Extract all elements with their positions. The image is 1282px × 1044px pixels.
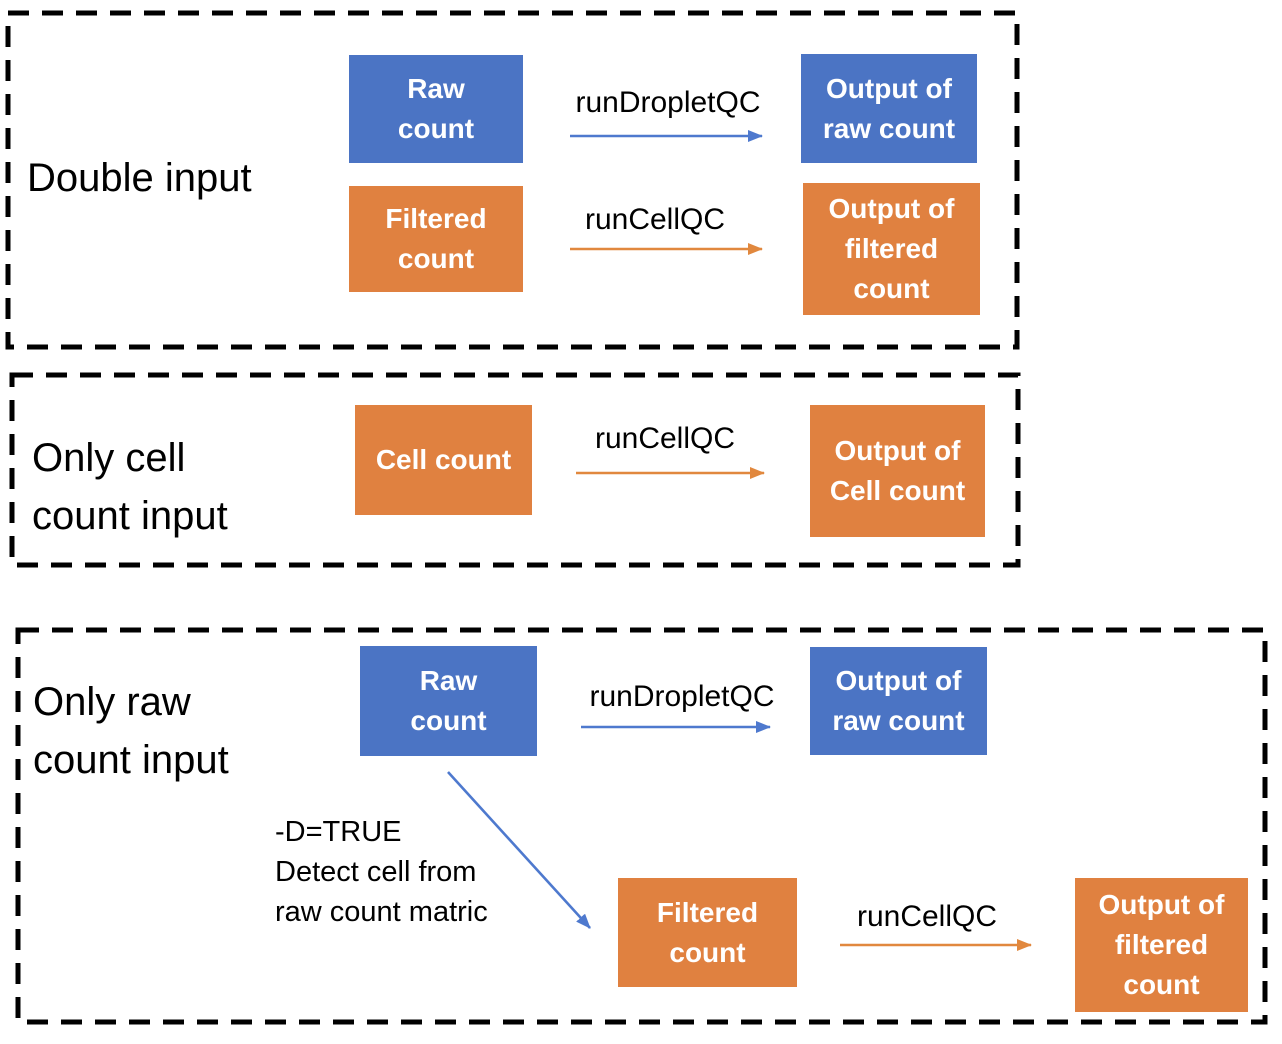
- runcellqc-label: runCellQC: [594, 422, 736, 455]
- output-filtered-count-node: Output of filtered count: [803, 183, 980, 315]
- raw-count-node: Raw count: [360, 646, 537, 756]
- output-raw-count-node: Output of raw count: [801, 54, 977, 163]
- section-title-double-input: Double input: [27, 156, 252, 200]
- runcellqc-label: runCellQC: [856, 900, 998, 933]
- raw-only-section-border: [15, 627, 1268, 1025]
- raw-count-node: Raw count: [349, 55, 523, 163]
- cell-count-node: Cell count: [355, 405, 532, 515]
- section-title-cell-only: Only cell count input: [32, 436, 228, 538]
- rundropletqc-label: runDropletQC: [575, 86, 761, 119]
- detect-cell-diagonal-arrow: [447, 771, 591, 929]
- detect-cell-branch-note: -D=TRUE Detect cell from raw count matri…: [275, 816, 488, 928]
- filtered-count-node: Filtered count: [618, 878, 797, 987]
- cell-only-section-border: [9, 372, 1021, 568]
- rundropletqc-label: runDropletQC: [589, 680, 775, 713]
- double-input-section-border: [5, 10, 1020, 350]
- output-filtered-count-node: Output of filtered count: [1075, 878, 1248, 1012]
- output-cell-count-node: Output of Cell count: [810, 405, 985, 537]
- runcellqc-label: runCellQC: [584, 203, 726, 236]
- section-title-raw-only: Only raw count input: [33, 680, 229, 782]
- filtered-count-node: Filtered count: [349, 186, 523, 292]
- output-raw-count-node: Output of raw count: [810, 647, 987, 755]
